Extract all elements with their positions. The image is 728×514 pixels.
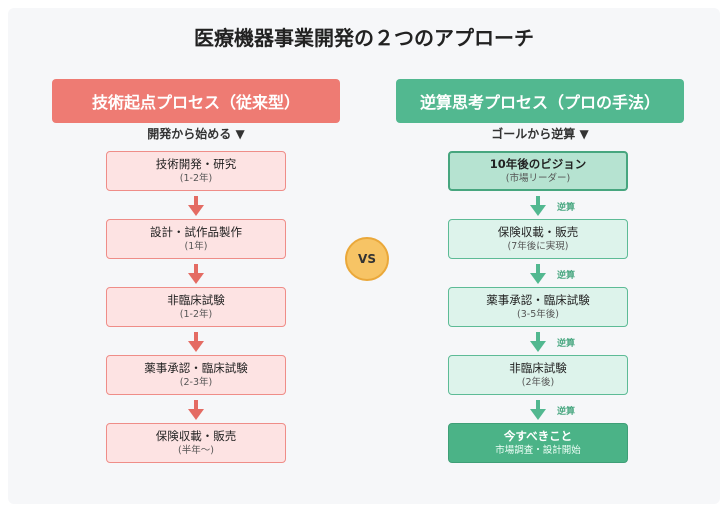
right-step-5-title: 今すべきこと xyxy=(503,429,573,443)
right-header: 逆算思考プロセス（プロの手法） xyxy=(396,79,684,123)
down-arrow-icon xyxy=(188,400,204,420)
page-title: 医療機器事業開発の２つのアプローチ xyxy=(194,26,534,50)
right-step-1-title: 10年後のビジョン xyxy=(489,157,587,171)
right-step-4-title: 非臨床試験 xyxy=(509,361,567,375)
right-step-3-sub: (3-5年後) xyxy=(517,309,559,320)
right-step-3-title: 薬事承認・臨床試験 xyxy=(486,293,590,307)
right-step-4-sub: (2年後) xyxy=(521,377,555,388)
down-arrow-icon xyxy=(188,264,204,284)
right-step-5: 今すべきこと 市場調査・設計開始 xyxy=(448,423,628,463)
right-step-5-sub: 市場調査・設計開始 xyxy=(495,445,581,456)
left-step-5: 保険収載・販売 (半年〜) xyxy=(106,423,286,463)
left-step-3-title: 非臨床試験 xyxy=(167,293,225,307)
down-arrow-icon xyxy=(188,332,204,352)
vs-badge: VS xyxy=(345,237,389,281)
left-step-4-title: 薬事承認・臨床試験 xyxy=(144,361,248,375)
right-subtitle: ゴールから逆算 ▼ xyxy=(491,127,589,141)
arrow-label: 逆算 xyxy=(557,407,576,417)
down-arrow-icon xyxy=(530,264,546,284)
left-step-5-sub: (半年〜) xyxy=(178,445,214,456)
down-arrow-icon xyxy=(530,196,546,216)
left-step-1: 技術開発・研究 (1-2年) xyxy=(106,151,286,191)
right-step-4: 非臨床試験 (2年後) xyxy=(448,355,628,395)
left-subtitle: 開発から始める ▼ xyxy=(147,127,245,141)
left-step-2-sub: (1年) xyxy=(184,241,208,252)
left-step-5-title: 保険収載・販売 xyxy=(155,429,237,443)
left-step-1-title: 技術開発・研究 xyxy=(155,157,237,171)
right-step-1: 10年後のビジョン (市場リーダー) xyxy=(448,151,628,191)
down-arrow-icon xyxy=(188,196,204,216)
left-step-3-sub: (1-2年) xyxy=(179,309,213,320)
down-arrow-icon xyxy=(530,332,546,352)
right-step-1-sub: (市場リーダー) xyxy=(505,173,571,184)
left-step-3: 非臨床試験 (1-2年) xyxy=(106,287,286,327)
left-step-2-title: 設計・試作品製作 xyxy=(150,225,242,239)
arrow-label: 逆算 xyxy=(557,203,576,213)
arrow-label: 逆算 xyxy=(557,339,576,349)
down-arrow-icon xyxy=(530,400,546,420)
left-step-2: 設計・試作品製作 (1年) xyxy=(106,219,286,259)
right-step-2: 保険収載・販売 (7年後に実現) xyxy=(448,219,628,259)
left-step-4: 薬事承認・臨床試験 (2-3年) xyxy=(106,355,286,395)
right-step-2-title: 保険収載・販売 xyxy=(497,225,579,239)
arrow-label: 逆算 xyxy=(557,271,576,281)
left-step-4-sub: (2-3年) xyxy=(179,377,213,388)
right-step-3: 薬事承認・臨床試験 (3-5年後) xyxy=(448,287,628,327)
right-step-2-sub: (7年後に実現) xyxy=(507,241,569,252)
left-step-1-sub: (1-2年) xyxy=(179,173,213,184)
left-header: 技術起点プロセス（従来型） xyxy=(52,79,340,123)
